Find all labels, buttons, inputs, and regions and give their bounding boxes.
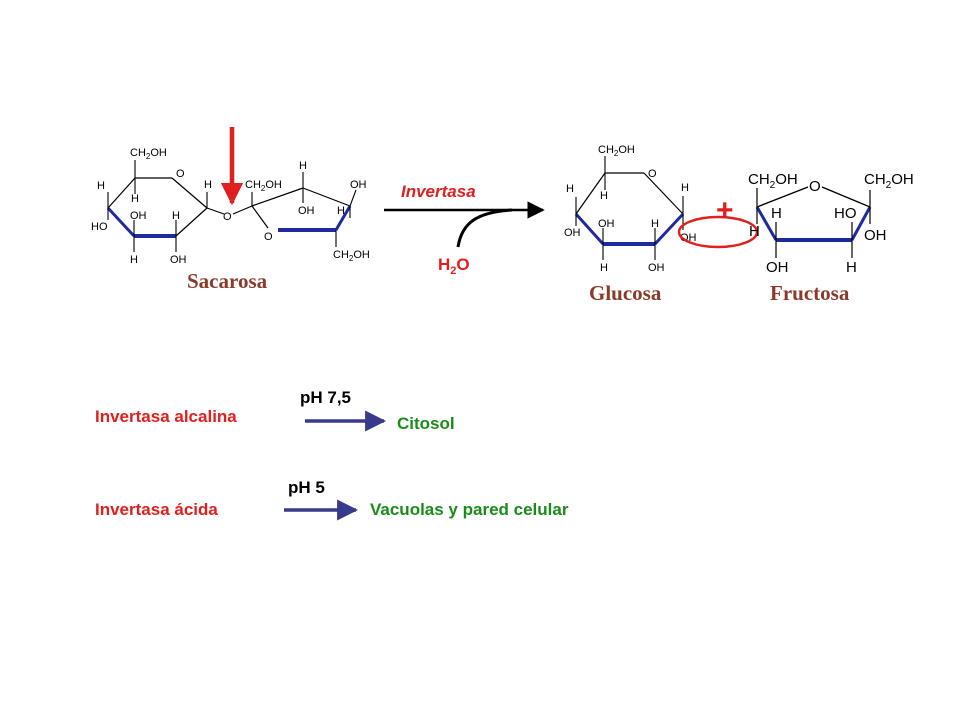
sucrose-ho: HO (91, 221, 108, 233)
fructose-ch2oh-left: CH2OH (748, 171, 798, 191)
glucose-h: H (600, 262, 608, 274)
plus-sign: + (716, 194, 734, 227)
fructose-h: H (749, 223, 760, 240)
glucose-oh: OH (564, 227, 581, 239)
pathway-enzyme: Invertasa alcalina (95, 407, 237, 426)
glucose-structure: CH2OH O H H H OH OH H OH H OH Glucosa (564, 144, 697, 305)
sucrose-h: H (172, 210, 180, 222)
fructose-ring-o: O (809, 178, 821, 195)
sucrose-fructose-ring: CH2OH O H OH OH H CH2OH (245, 160, 370, 263)
glucose-h: H (651, 218, 659, 230)
glucose-h: H (600, 190, 608, 202)
reaction-arrow-group: Invertasa H2O (384, 182, 545, 277)
sucrose-h: H (130, 254, 138, 266)
enzyme-label: Invertasa (401, 182, 476, 201)
sucrose-fructose-ring-o: O (264, 231, 273, 243)
fructose-oh: OH (864, 227, 887, 244)
sucrose-h: H (204, 179, 212, 191)
glucose-label: Glucosa (589, 281, 662, 305)
glucose-oh: OH (648, 262, 665, 274)
sucrose-glucose-ring: CH2OH O H H H HO OH H H OH (91, 147, 225, 266)
sucrose-oh: OH (298, 205, 315, 217)
fructose-ho: HO (834, 205, 857, 222)
glucose-ring-o: O (648, 168, 657, 180)
sucrose-oh: OH (130, 210, 147, 222)
fructose-h: H (846, 259, 857, 276)
pathway-condition: pH 7,5 (300, 388, 351, 407)
sucrose-h: H (299, 160, 307, 172)
sucrose-h: H (97, 180, 105, 192)
fructose-ch2oh-right: CH2OH (864, 171, 914, 191)
glucose-oh: OH (598, 218, 615, 230)
pathway-acidic: Invertasa ácida pH 5 Vacuolas y pared ce… (95, 478, 569, 521)
sucrose-glucose-ring-o: O (176, 168, 185, 180)
sucrose-ch2oh-bottom: CH2OH (333, 249, 370, 263)
pathway-location: Vacuolas y pared celular (370, 500, 569, 519)
fructose-label: Fructosa (770, 281, 850, 305)
sucrose-h: H (131, 193, 139, 205)
glucose-oh: OH (680, 232, 697, 244)
sucrose-oh: OH (170, 254, 187, 266)
glucose-h: H (681, 182, 689, 194)
sucrose-fructose-ch2oh: CH2OH (245, 179, 282, 193)
water-label: H2O (438, 255, 470, 277)
sucrose-glucose-ch2oh: CH2OH (130, 147, 167, 161)
sucrose-label: Sacarosa (187, 269, 268, 293)
glycosidic-oxygen: O (223, 211, 232, 223)
sucrose-oh: OH (350, 179, 367, 191)
water-input-arrow (456, 208, 513, 248)
sucrose-structure: CH2OH O H H H HO OH H H OH O (91, 127, 370, 293)
sucrose-h: H (337, 205, 345, 217)
pathway-condition: pH 5 (288, 478, 325, 497)
fructose-oh: OH (766, 259, 789, 276)
anomeric-highlight-circle (677, 215, 759, 249)
pathway-location: Citosol (397, 414, 455, 433)
fructose-h: H (771, 205, 782, 222)
glucose-h: H (566, 183, 574, 195)
fructose-structure: CH2OH O CH2OH H HO H OH OH H Fructosa (748, 171, 914, 305)
pathway-enzyme: Invertasa ácida (95, 500, 218, 519)
glucose-ch2oh: CH2OH (598, 144, 635, 158)
pathway-alkaline: Invertasa alcalina pH 7,5 Citosol (95, 388, 455, 433)
